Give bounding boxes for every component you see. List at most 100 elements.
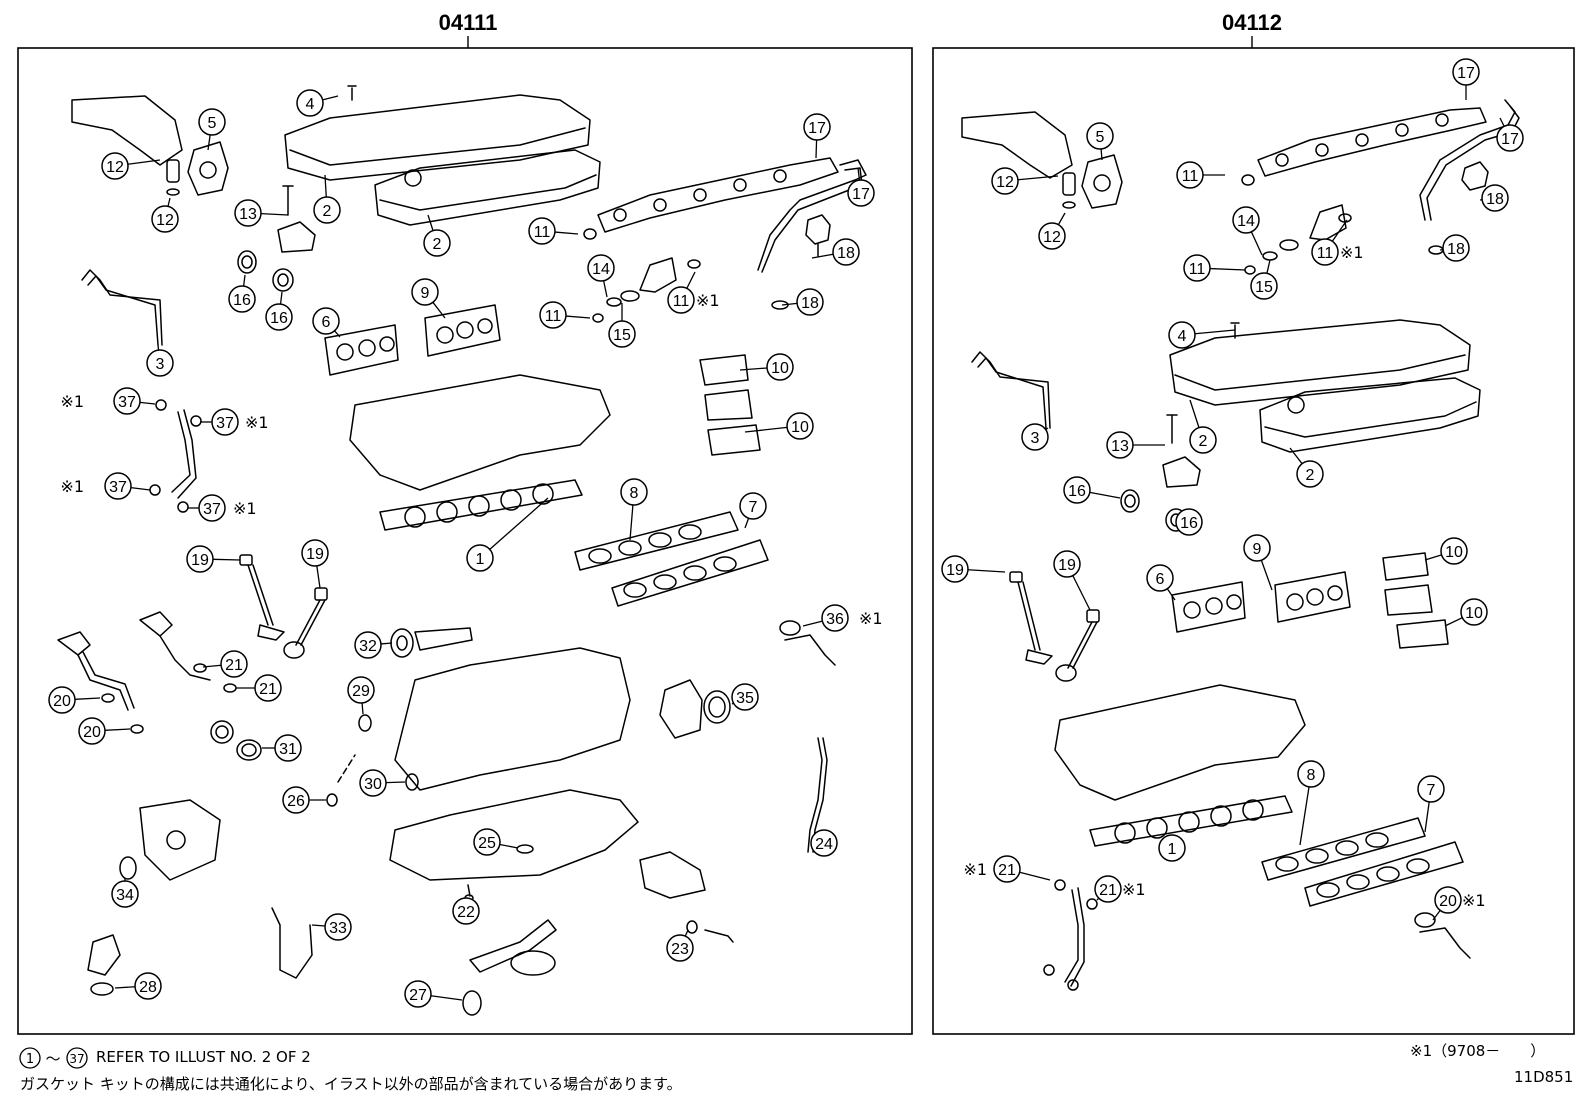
callout-number: 9 xyxy=(421,285,430,302)
callout-number: 10 xyxy=(791,419,809,436)
right-callout-13: 13 xyxy=(1106,431,1165,459)
callout-number: 21 xyxy=(225,657,243,674)
left-callout-28: 28 xyxy=(114,972,162,1000)
callout-number: 24 xyxy=(815,836,833,853)
left-callout-30: 30 xyxy=(359,769,406,797)
callout-number: 6 xyxy=(322,314,331,331)
callout-circle xyxy=(941,555,969,583)
left-callout-20: 20 xyxy=(48,686,101,714)
leader-line xyxy=(432,301,446,319)
callout-circle xyxy=(1442,234,1470,262)
note-marker: ※1 xyxy=(233,499,257,518)
leader-line xyxy=(781,302,798,306)
callout-number: 14 xyxy=(1237,213,1255,230)
callout-number: 7 xyxy=(1427,782,1436,799)
right-callout-2: 2 xyxy=(1189,399,1217,454)
leader-line xyxy=(602,280,608,298)
left-callout-20: 20 xyxy=(78,717,131,745)
callout-circle xyxy=(608,320,636,348)
right-callout-15: 15 xyxy=(1250,259,1278,300)
left-callout-4: 4 xyxy=(296,89,339,117)
callout-circle xyxy=(832,238,860,266)
leader-line xyxy=(1499,117,1505,127)
callout-circle xyxy=(146,349,174,377)
left-callout-32: 32 xyxy=(354,631,393,659)
left-callout-17: 17 xyxy=(803,113,831,159)
leader-line xyxy=(565,315,591,319)
leader-line xyxy=(427,214,434,231)
leader-line xyxy=(629,504,634,541)
callout-number: 14 xyxy=(592,261,610,278)
callout-number: 36 xyxy=(826,611,844,628)
right-callout-10: 10 xyxy=(1424,537,1468,565)
callout-number: 10 xyxy=(771,360,789,377)
callout-number: 9 xyxy=(1253,541,1262,558)
callout-number: 12 xyxy=(156,212,174,229)
left-callout-25: 25 xyxy=(473,828,519,856)
callout-circle xyxy=(274,734,302,762)
left-callout-33: 33 xyxy=(311,913,352,941)
left-callout-10: 10 xyxy=(739,353,794,381)
leader-line xyxy=(74,697,101,700)
callout-number: 5 xyxy=(208,115,217,132)
leader-line xyxy=(167,197,171,207)
callout-number: 4 xyxy=(1178,328,1187,345)
callout-number: 19 xyxy=(946,562,964,579)
callout-circle xyxy=(739,492,767,520)
callout-number: 37 xyxy=(216,415,234,432)
leader-line xyxy=(324,174,327,198)
leader-line xyxy=(1424,554,1442,561)
callout-circle xyxy=(254,674,282,702)
left-callout-37: 37 xyxy=(113,387,156,415)
footer-figure-code: 11D851 xyxy=(1514,1068,1574,1086)
footer-range-start: 1 xyxy=(26,1052,34,1067)
callout-circle xyxy=(452,897,480,925)
left-callout-35: 35 xyxy=(731,683,759,711)
leader-line xyxy=(127,159,161,165)
callout-number: 26 xyxy=(287,793,305,810)
right-callout-4: 4 xyxy=(1168,321,1236,349)
callout-number: 18 xyxy=(1447,241,1465,258)
leader-line xyxy=(260,212,289,216)
footer-range-tilde: ～ xyxy=(45,1050,60,1068)
callout-circle xyxy=(111,880,139,908)
left-callout-19: 19 xyxy=(301,539,329,589)
callout-number: 18 xyxy=(801,295,819,312)
callout-circle xyxy=(1297,760,1325,788)
left-callout-12: 12 xyxy=(101,152,161,180)
leader-line xyxy=(744,426,788,433)
callout-circle xyxy=(411,278,439,306)
callout-number: 2 xyxy=(1199,433,1208,450)
left-callout-37: 37 xyxy=(200,408,239,436)
left-callout-18: 18 xyxy=(811,238,860,266)
callout-number: 17 xyxy=(808,120,826,137)
left-callout-3: 3 xyxy=(146,344,174,377)
callout-circle xyxy=(113,387,141,415)
callout-circle xyxy=(234,199,262,227)
footer-refer-text: REFER TO ILLUST NO. 2 OF 2 xyxy=(96,1048,311,1066)
callout-circle xyxy=(473,828,501,856)
callout-circle xyxy=(1434,886,1462,914)
left-callout-15: 15 xyxy=(608,303,636,348)
left-callout-8: 8 xyxy=(620,478,648,541)
left-callout-2: 2 xyxy=(313,174,341,224)
callout-circle xyxy=(78,717,106,745)
callout-number: 15 xyxy=(1255,279,1273,296)
right-callout-2: 2 xyxy=(1289,447,1324,488)
callout-circle xyxy=(1481,184,1509,212)
callout-circle xyxy=(847,179,875,207)
leader-line xyxy=(1189,399,1200,428)
callout-circle xyxy=(1021,423,1049,451)
leader-line xyxy=(499,843,519,849)
callout-number: 5 xyxy=(1096,129,1105,146)
callout-circle xyxy=(1189,426,1217,454)
callout-circle xyxy=(1063,476,1091,504)
callout-circle xyxy=(134,972,162,1000)
right-callout-16: 16 xyxy=(1175,508,1203,536)
callout-circle xyxy=(1168,321,1196,349)
leader-line xyxy=(554,231,579,235)
callout-number: 16 xyxy=(233,292,251,309)
right-callout-12: 12 xyxy=(1038,212,1066,250)
callout-circle xyxy=(198,494,226,522)
